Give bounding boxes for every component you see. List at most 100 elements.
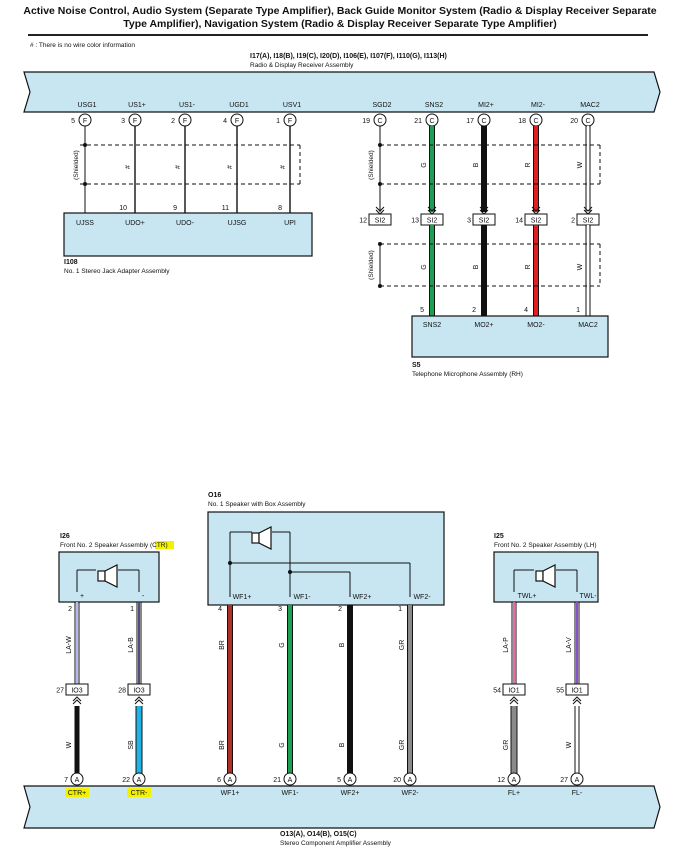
receiver-pin-MI2--letter: C (533, 118, 538, 125)
wire-color-woofer-lower: GR (399, 740, 406, 751)
wire-color-la-p: LA-P (503, 637, 510, 653)
io3-connector (127, 683, 151, 696)
io3-pin-number: 28 (118, 688, 126, 695)
receiver-pin-label-MAC2: MAC2 (580, 102, 600, 109)
amplifier-pin-number: 12 (497, 777, 505, 784)
amplifier-pin-WF2+ (343, 772, 357, 786)
io1-label: IO1 (571, 688, 582, 695)
woofer-junction-a (228, 561, 232, 565)
woofer-junction-b (288, 570, 292, 574)
receiver-pin-label-SNS2: SNS2 (425, 102, 443, 109)
jack-id: I108 (64, 259, 78, 266)
mic-pin-label-MO2+: MO2+ (474, 322, 493, 329)
title-rule (28, 34, 648, 36)
wire-color-lower-B: B (473, 264, 480, 269)
wire-color-la-w: LA-W (66, 636, 73, 654)
jack-shielded-label: (Shielded) (73, 150, 80, 180)
receiver-pin-number: 17 (466, 118, 474, 125)
ctr-speaker-name: Front No. 2 Speaker Assembly (CTR) (60, 542, 168, 549)
woofer-pin-number: 3 (278, 606, 282, 613)
si2-label: SI2 (583, 218, 594, 225)
wire-color-io3-w: W (66, 741, 73, 748)
receiver-pin-number: 4 (223, 118, 227, 125)
wire-gr-fl (511, 706, 517, 774)
wire-color-woofer-lower: B (339, 742, 346, 747)
shield-dot-d (378, 182, 382, 186)
io1-pin-number: 54 (493, 688, 501, 695)
wire-mo2p-lower (482, 225, 486, 316)
amplifier-name: Stereo Component Amplifier Assembly (280, 840, 392, 847)
title-line-2: Type Amplifier), Navigation System (Radi… (123, 18, 557, 30)
mic-pin-number: 5 (420, 307, 424, 314)
receiver-bus (23, 71, 661, 113)
amplifier-pin-number: 27 (560, 777, 568, 784)
io3-label: IO3 (133, 688, 144, 695)
amplifier-pin-number: 5 (337, 777, 341, 784)
receiver-pin-label-USG1: USG1 (77, 102, 96, 109)
wire-woofer-WF2- (408, 605, 412, 774)
amplifier-pin-label-WF1+: WF1+ (221, 790, 240, 797)
amplifier-pin-WF2- (403, 772, 417, 786)
amplifier-pin-number: 20 (393, 777, 401, 784)
wire-sns2-upper (430, 126, 434, 212)
receiver-pin-label-MI2-: MI2- (531, 102, 546, 109)
wire-color-woofer-upper: G (279, 642, 286, 647)
si2-shielded-label-lower: (Shielded) (368, 250, 375, 280)
jack-adapter-box (63, 212, 313, 257)
receiver-pin-number: 18 (518, 118, 526, 125)
mic-pin-label-MO2-: MO2- (527, 322, 545, 329)
lh-terminal-minus: TWL- (579, 593, 597, 600)
receiver-pin-SNS2-letter: C (429, 118, 434, 125)
si2-pin-number: 2 (571, 218, 575, 225)
io3-pin-number: 27 (56, 688, 64, 695)
si2-connector (368, 213, 392, 226)
receiver-pin-UGD1-letter: F (235, 118, 239, 125)
ctr-pin-number: 2 (68, 606, 72, 613)
receiver-pin-number: 3 (121, 118, 125, 125)
amplifier-pin-number: 7 (64, 777, 68, 784)
wire-woofer-WF1- (288, 605, 292, 774)
wire-color-io3-sb: SB (128, 740, 135, 750)
receiver-pin-number: 1 (276, 118, 280, 125)
amplifier-pin-WF2+-letter: A (348, 777, 353, 784)
wire-color-la-b: LA-B (128, 637, 135, 653)
receiver-pin-label-SGD2: SGD2 (372, 102, 391, 109)
no-color-note: # : There is no wire color information (30, 42, 135, 49)
wire-color-woofer-upper: B (339, 642, 346, 647)
amplifier-pin-label-FL+: FL+ (508, 790, 520, 797)
amplifier-bus (23, 785, 661, 829)
ctr-terminal-minus: - (142, 593, 145, 600)
receiver-pin-label-MI2+: MI2+ (478, 102, 494, 109)
si2-pin-number: 12 (359, 218, 367, 225)
io3-label: IO3 (71, 688, 82, 695)
receiver-pin-MAC2-letter: C (585, 118, 590, 125)
receiver-pin-USG1-letter: F (83, 118, 87, 125)
amplifier-pin-label-WF2+: WF2+ (341, 790, 360, 797)
amplifier-pin-label-CTR+: CTR+ (68, 790, 86, 797)
amplifier-pin-FL- (570, 772, 584, 786)
jack-pin-number: 11 (222, 205, 229, 212)
wire-sb-ctr (136, 706, 142, 774)
mic-pin-number: 2 (472, 307, 476, 314)
amplifier-label-highlight (127, 788, 151, 797)
woofer-pin-label-WF1-: WF1- (293, 594, 311, 601)
mic-pin-label-MAC2: MAC2 (578, 322, 598, 329)
amplifier-connectors: O13(A), O14(B), O15(C) (280, 831, 357, 838)
wire-mi2p-upper (482, 126, 486, 212)
amplifier-pin-WF2--letter: A (408, 777, 413, 784)
lh-speaker-symbol-magnet (535, 570, 544, 582)
receiver-pin-number: 19 (362, 118, 370, 125)
jack-pin-label-UJSS: UJSS (76, 220, 94, 227)
amplifier-pin-WF1+-letter: A (228, 777, 233, 784)
woofer-box (207, 511, 445, 606)
io1-connector (502, 683, 526, 696)
receiver-pin-number: 20 (570, 118, 578, 125)
io3-connector (65, 683, 89, 696)
io1-connector (565, 683, 589, 696)
io1-label: IO1 (508, 688, 519, 695)
si2-label: SI2 (375, 218, 386, 225)
receiver-pin-number: 21 (414, 118, 422, 125)
wire-color-io1-w: W (566, 741, 573, 748)
shield-dot-c (378, 143, 382, 147)
